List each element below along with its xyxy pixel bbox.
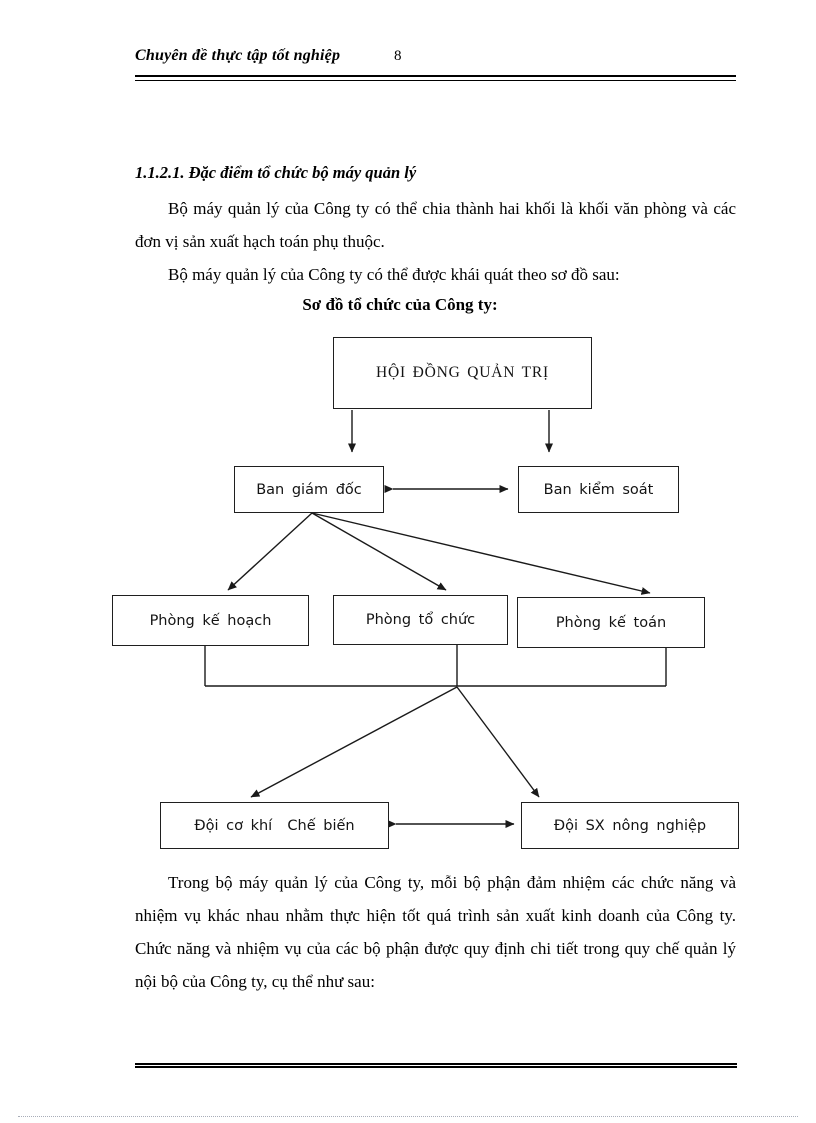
arrow-to-agriculture [456,686,540,798]
org-node-board-label: HỘI ĐỒNG QUẢN TRỊ [375,364,549,381]
header-title: Chuyên đề thực tập tốt nghiệp [135,47,341,64]
page-bottom-dotted-rule [18,1116,798,1117]
arrow-management-to-accounting [311,512,651,595]
org-node-supervisory: Ban kiểm soát [518,466,679,513]
paragraph-closing: Trong bộ máy quản lý của Công ty, mỗi bộ… [135,873,736,991]
header-page-number: 8 [394,48,402,64]
org-node-mechanical-label: Đội cơ khí Chế biến [194,817,355,834]
org-node-planning-label: Phòng kế hoạch [149,612,272,629]
org-node-planning: Phòng kế hoạch [112,595,309,646]
header-double-rule [135,75,736,81]
arrow-management-to-organization [311,512,447,591]
paragraph-intro: Bộ máy quản lý của Công ty có thể chia t… [135,199,736,251]
org-node-mechanical: Đội cơ khí Chế biến [160,802,389,849]
org-node-management-label: Ban giám đốc [256,481,362,498]
arrow-management-to-planning [227,512,313,591]
org-node-organization: Phòng tổ chức [333,595,508,645]
section-heading: 1.1.2.1. Đặc điểm tổ chức bộ máy quản lý [135,163,417,182]
org-node-organization-label: Phòng tổ chức [365,612,476,628]
org-node-supervisory-label: Ban kiểm soát [543,481,654,498]
org-node-board: HỘI ĐỒNG QUẢN TRỊ [333,337,592,409]
org-node-agriculture-label: Đội SX nông nghiệp [553,817,707,834]
arrow-to-mechanical [250,686,458,798]
paragraph-lead-in: Bộ máy quản lý của Công ty có thể được k… [168,265,620,284]
org-node-accounting: Phòng kế toán [517,597,705,648]
diagram-title: Sơ đồ tổ chức của Công ty: [302,295,498,314]
org-node-agriculture: Đội SX nông nghiệp [521,802,739,849]
footer-double-rule [135,1063,737,1068]
org-node-management: Ban giám đốc [234,466,384,513]
org-node-accounting-label: Phòng kế toán [555,614,667,631]
